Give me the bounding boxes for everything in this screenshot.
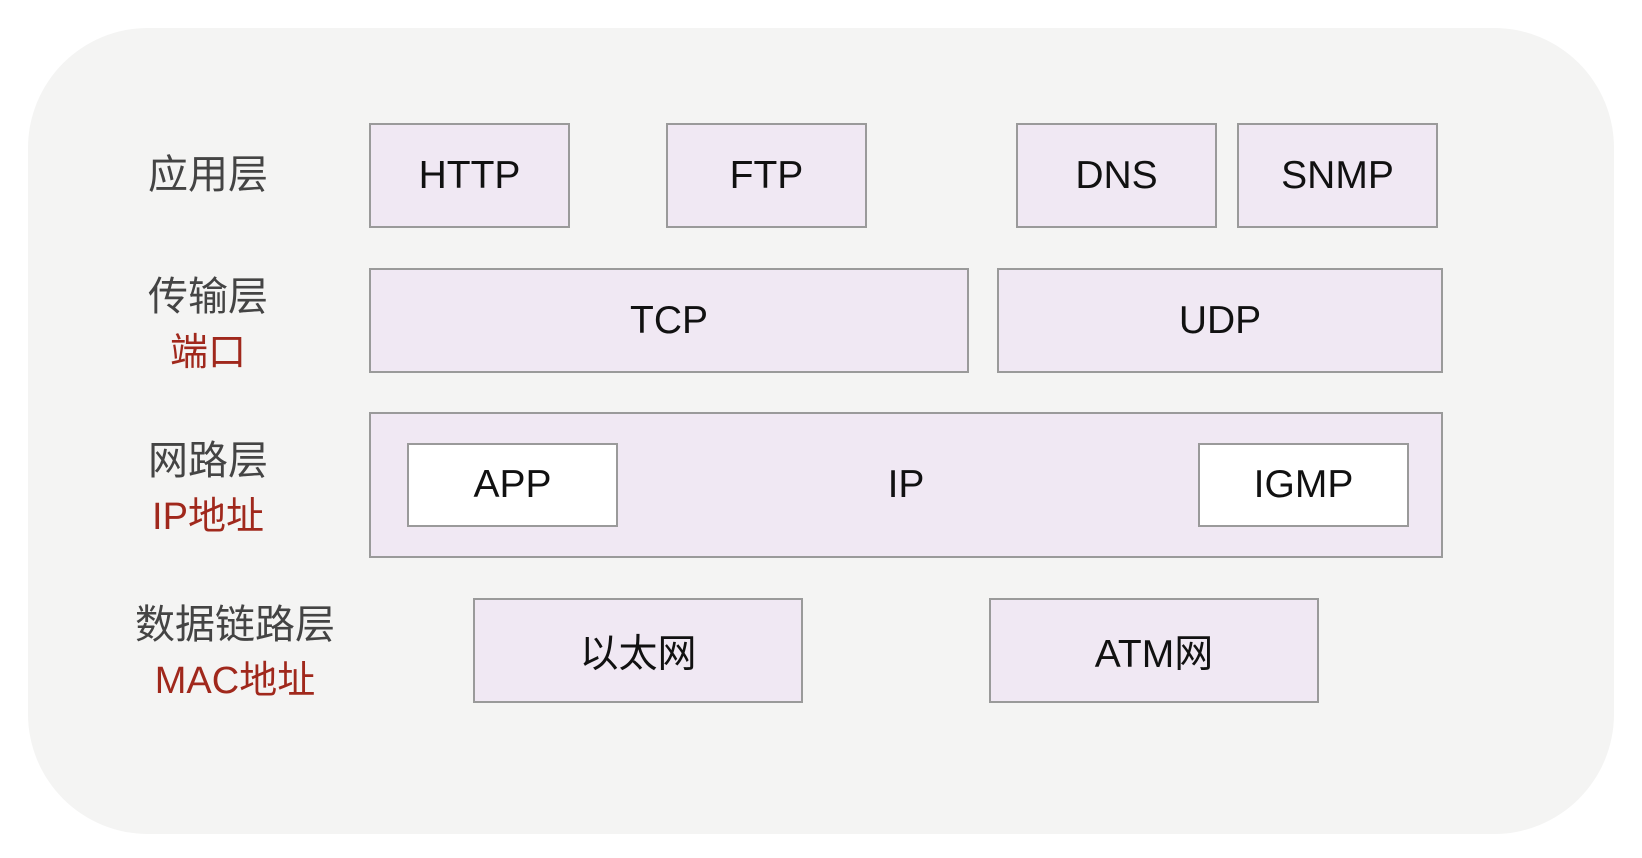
tcp-box: TCP [369,268,969,373]
network-layer-address: IP地址 [152,496,264,538]
datalink-layer-name: 数据链路层 [135,603,335,647]
datalink-layer-label: 数据链路层 MAC地址 [100,600,370,706]
ftp-box: FTP [666,123,867,228]
network-layer-name: 网路层 [148,439,268,483]
ip-label: IP [887,463,925,506]
atm-box: ATM网 [989,598,1319,703]
dns-box: DNS [1016,123,1217,228]
transport-layer-name: 传输层 [148,275,268,319]
ethernet-box: 以太网 [473,598,803,703]
http-box: HTTP [369,123,570,228]
udp-box: UDP [997,268,1443,373]
network-layer-label: 网路层 IP地址 [78,436,338,542]
snmp-box: SNMP [1237,123,1438,228]
igmp-box: IGMP [1198,443,1409,527]
application-layer-label: 应用层 [78,150,338,200]
transport-layer-address: 端口 [169,332,246,374]
datalink-layer-address: MAC地址 [154,660,316,702]
application-layer-name: 应用层 [148,153,268,197]
app-box: APP [407,443,618,527]
transport-layer-label: 传输层 端口 [78,272,338,378]
